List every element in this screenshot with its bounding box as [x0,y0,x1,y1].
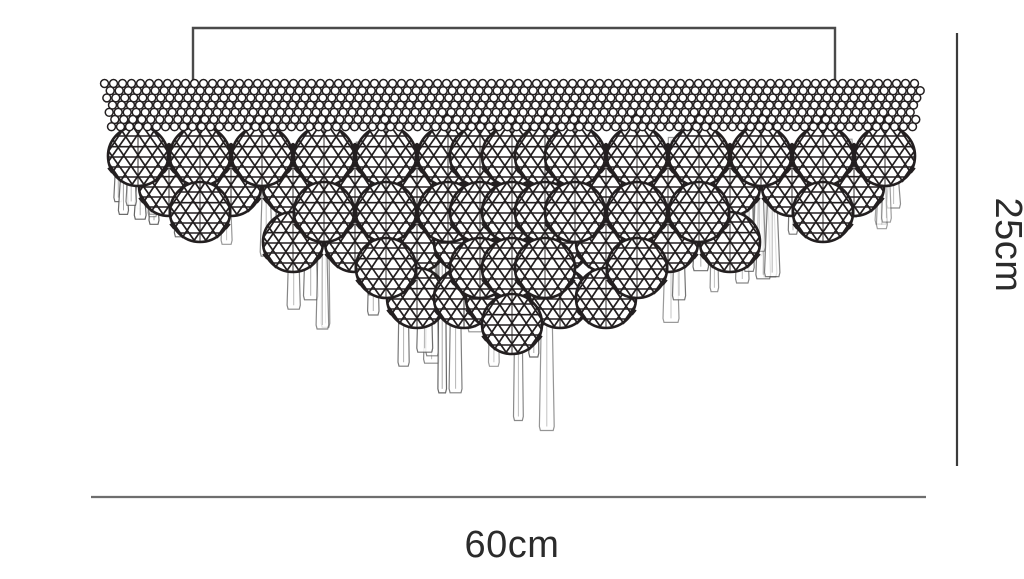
ceiling-mount-bracket [191,26,837,86]
width-dimension-label: 60cm [465,524,560,566]
height-dimension-label: 25cm [987,198,1024,293]
crystal-bead-frame [99,78,925,132]
dimension-lines [91,33,959,499]
